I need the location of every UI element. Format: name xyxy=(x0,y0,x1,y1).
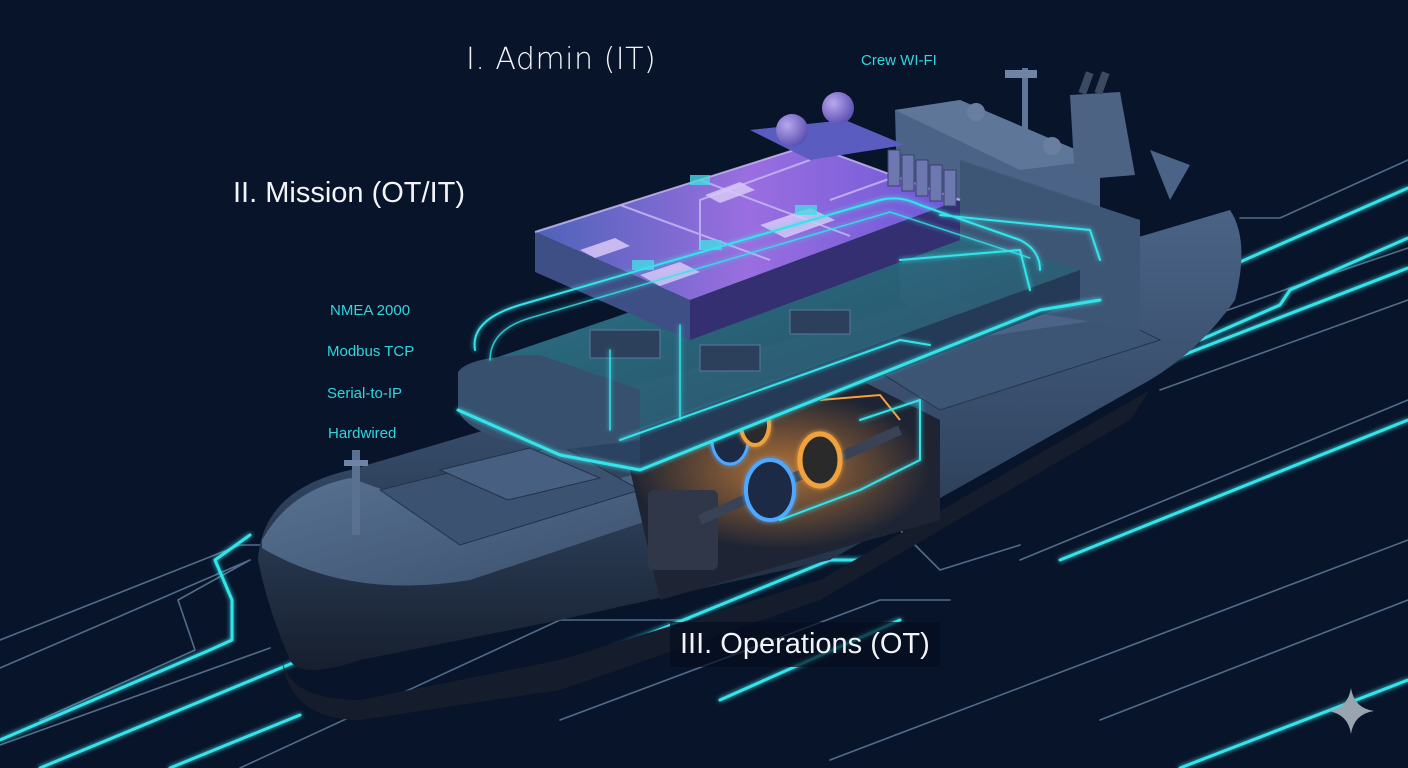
sparkle-icon xyxy=(1328,688,1374,734)
engine-block xyxy=(648,490,718,570)
satcom-dome xyxy=(822,92,854,124)
cargo-hatches-fore xyxy=(378,444,642,546)
protocol-label-modbus-tcp: Modbus TCP xyxy=(327,343,415,360)
bow-mast xyxy=(352,450,360,535)
network-label-crew-wifi: Crew WI-FI xyxy=(861,52,937,69)
protocol-label-nmea2000: NMEA 2000 xyxy=(330,302,411,319)
radar-mast xyxy=(1022,68,1028,138)
satcom-dome xyxy=(776,114,808,146)
zone-label-mission: II. Mission (OT/IT) xyxy=(233,177,465,209)
zone-label-admin: I. Admin (IT) xyxy=(466,42,657,77)
bridge-console xyxy=(458,355,640,450)
protocol-label-serial-to-ip: Serial-to-IP xyxy=(327,385,403,402)
zone-label-operations: III. Operations (OT) xyxy=(670,622,940,667)
server-racks xyxy=(887,149,957,207)
mission-deck xyxy=(458,220,1080,470)
funnel xyxy=(1070,92,1135,180)
admin-deck xyxy=(534,92,961,340)
glowing-cable-runs xyxy=(456,197,1102,521)
protocol-label-hardwired: Hardwired xyxy=(328,425,397,442)
